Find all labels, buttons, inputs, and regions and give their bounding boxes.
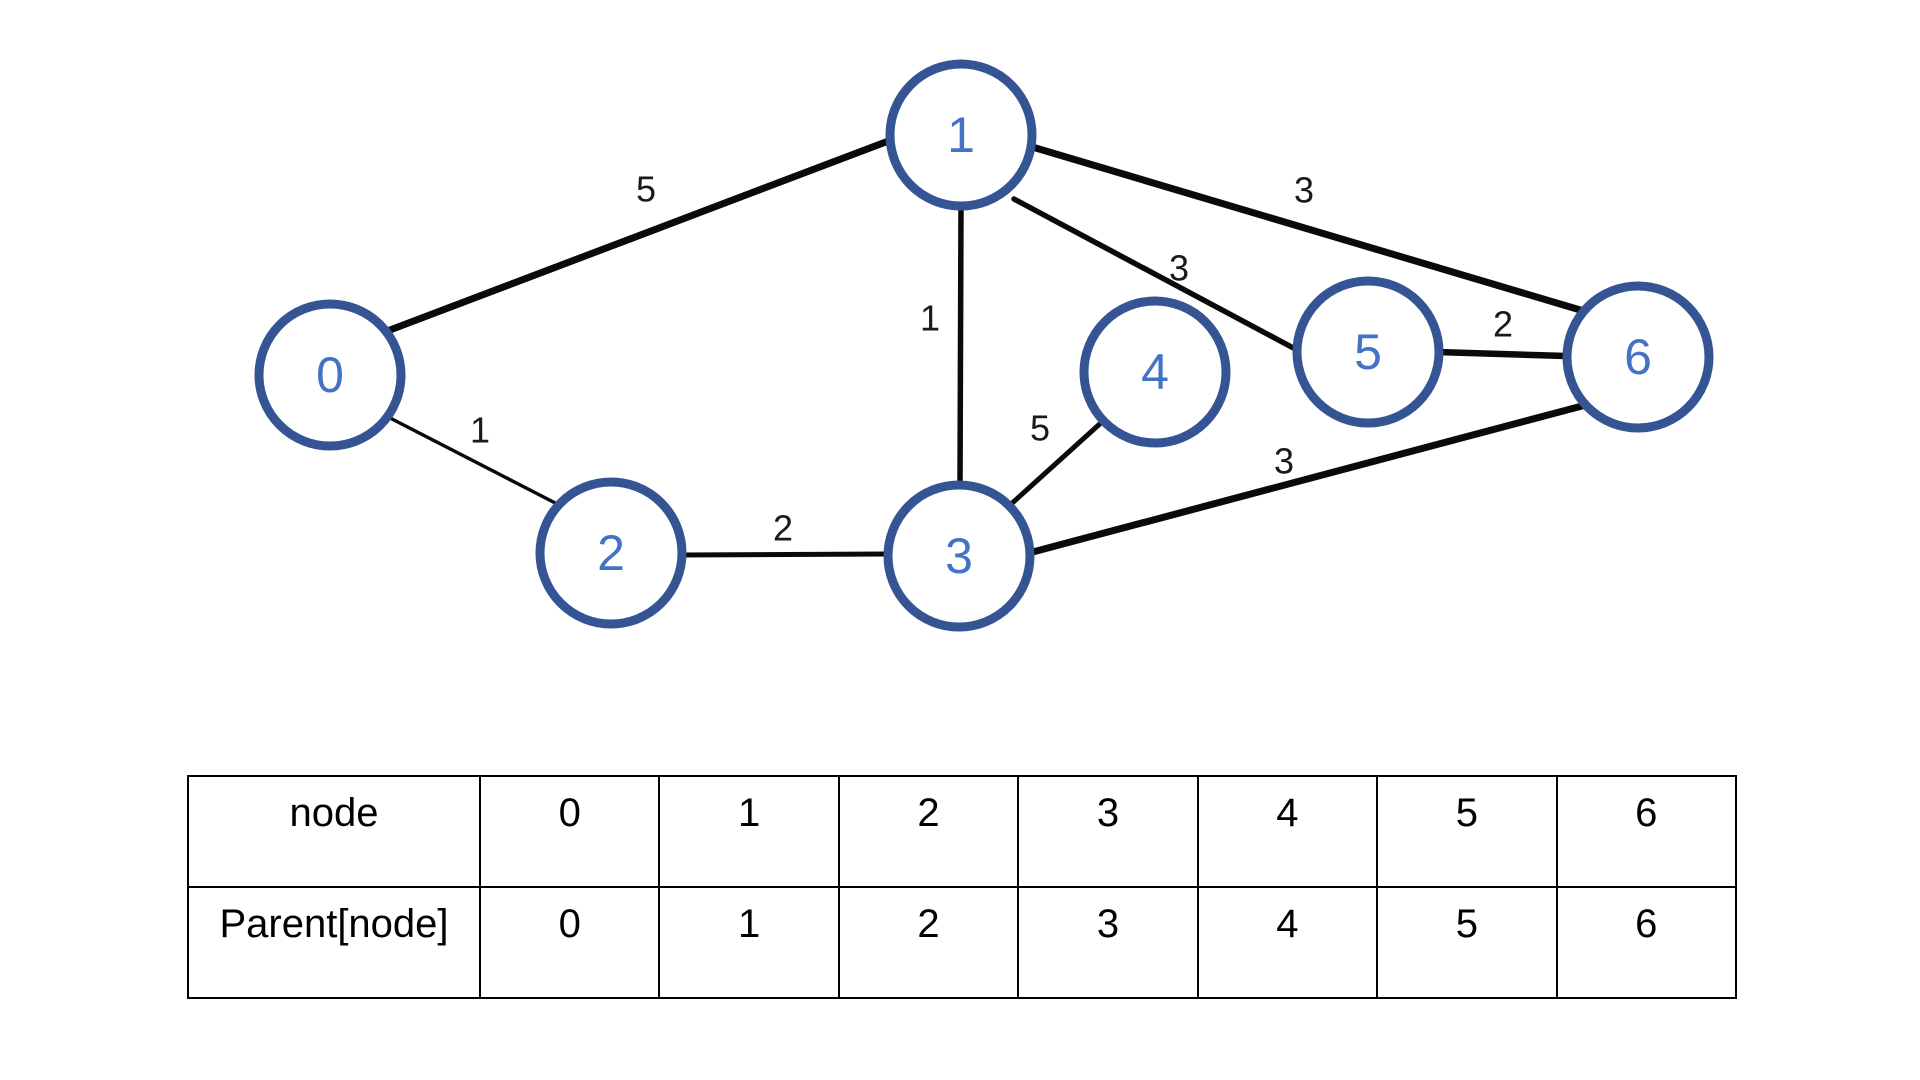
node-circle-0 xyxy=(254,299,406,451)
node-circle-3 xyxy=(883,480,1035,632)
edge-3-6 xyxy=(1025,402,1586,557)
table-cell-r1-c1: 1 xyxy=(658,886,840,999)
edge-weight-0-1: 5 xyxy=(636,169,656,210)
node-circle-5 xyxy=(1292,276,1444,428)
node-circle-1 xyxy=(885,59,1037,211)
table-cell-r1-c0: 0 xyxy=(478,886,661,999)
edge-weight-0-2: 1 xyxy=(470,410,490,451)
node-label-3: 3 xyxy=(945,528,973,584)
node-label-2: 2 xyxy=(597,525,625,581)
node-label-5: 5 xyxy=(1354,324,1382,380)
table-cell-r0-c4: 4 xyxy=(1196,775,1379,888)
node-label-0: 0 xyxy=(316,347,344,403)
edge-0-2 xyxy=(390,417,565,509)
table-cell-r1-c5: 5 xyxy=(1376,886,1558,999)
edge-weight-2-3: 2 xyxy=(773,508,793,549)
table-cell-r0-c6: 6 xyxy=(1555,775,1738,888)
node-label-1: 1 xyxy=(947,107,975,163)
edge-5-6 xyxy=(1433,348,1570,360)
edge-weight-1-3: 1 xyxy=(920,298,940,339)
node-label-6: 6 xyxy=(1624,329,1652,385)
node-circle-4 xyxy=(1079,296,1231,448)
row-header-cell: Parent[node] xyxy=(187,886,481,999)
table-cell-r1-c6: 6 xyxy=(1555,886,1738,999)
edge-1-3 xyxy=(957,203,964,489)
table-cell-r0-c0: 0 xyxy=(478,775,661,888)
edge-1-6 xyxy=(1025,142,1591,316)
node-label-4: 4 xyxy=(1141,344,1169,400)
table-cell-r1-c4: 4 xyxy=(1196,886,1379,999)
edge-0-1 xyxy=(386,136,895,334)
edge-weight-3-6: 3 xyxy=(1274,441,1294,482)
table-cell-r1-c3: 3 xyxy=(1017,886,1199,999)
table-cell-r0-c2: 2 xyxy=(837,775,1020,888)
edge-weight-5-6: 2 xyxy=(1493,304,1513,345)
table-cell-r0-c1: 1 xyxy=(658,775,840,888)
edge-weight-3-4: 5 xyxy=(1030,408,1050,449)
edge-weight-1-6: 3 xyxy=(1294,170,1314,211)
node-circle-2 xyxy=(535,477,687,629)
row-header-cell: node xyxy=(187,775,481,888)
edge-2-3 xyxy=(678,551,891,558)
edge-3-4 xyxy=(1006,418,1106,509)
node-circle-6 xyxy=(1562,281,1714,433)
table-cell-r0-c3: 3 xyxy=(1017,775,1199,888)
edge-weight-1-5: 3 xyxy=(1169,248,1189,289)
edge-1-5 xyxy=(1011,196,1302,354)
table-cell-r0-c5: 5 xyxy=(1376,775,1558,888)
table-cell-r1-c2: 2 xyxy=(837,886,1020,999)
